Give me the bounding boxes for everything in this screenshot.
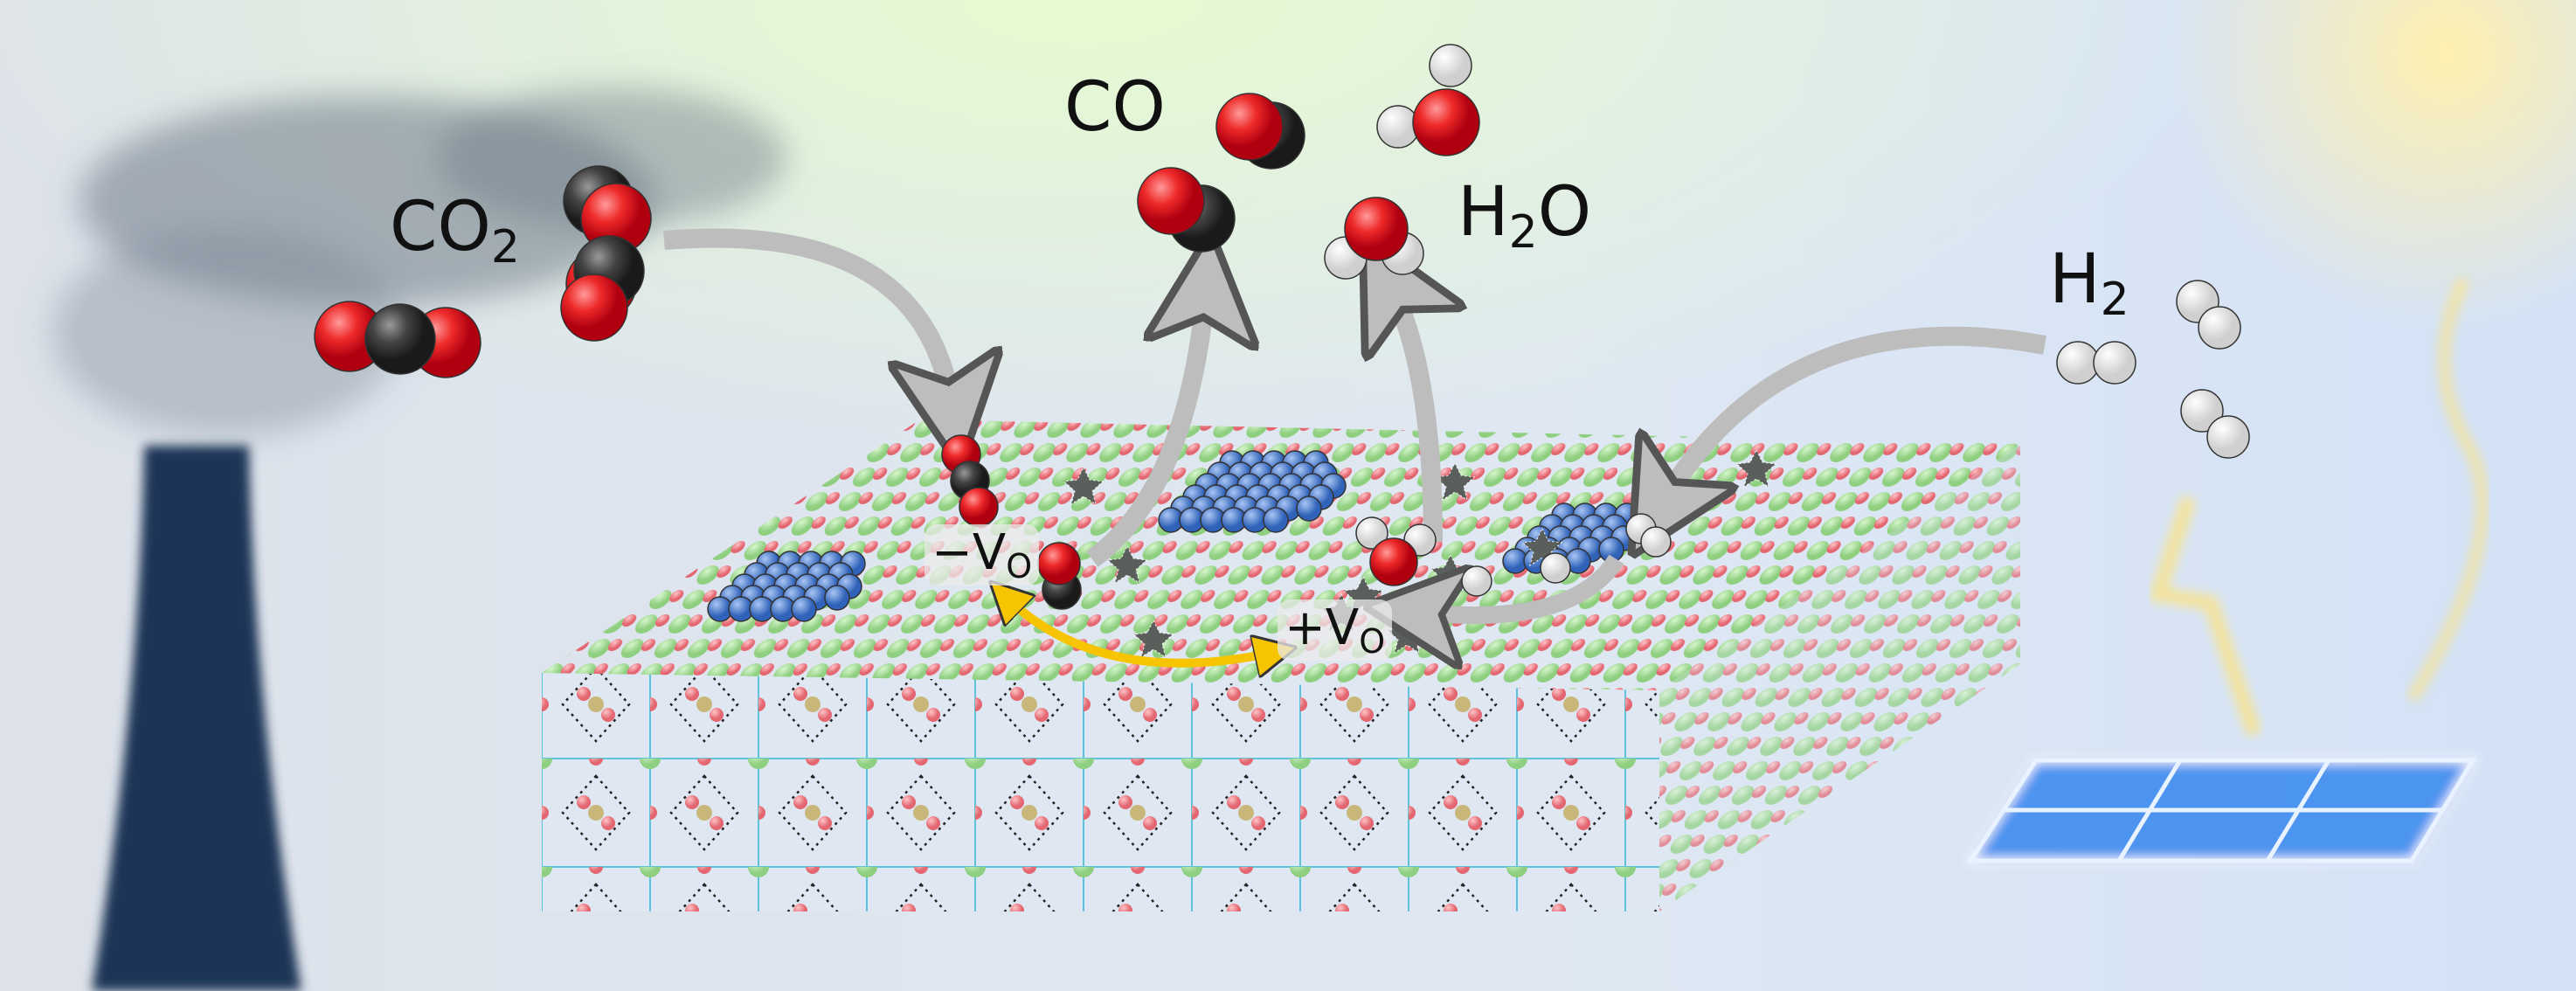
hydrogen-atom: [2206, 415, 2250, 459]
h2-molecule: [2056, 341, 2136, 385]
co2-label: CO2: [390, 188, 520, 274]
hydrogen-atom: [1429, 44, 1472, 87]
oxygen-atom: [1137, 167, 1205, 235]
metal-atom: [1296, 496, 1322, 522]
hydrogen-atom: [2093, 341, 2136, 385]
oxygen-atom: [1369, 537, 1418, 586]
h2-molecule: [2176, 280, 2241, 350]
smokestack: [92, 446, 301, 991]
hydrogen-atom: [2056, 341, 2100, 385]
oxygen-vacancy-icon: [1063, 466, 1104, 506]
minus-vacancy-label: −VO: [924, 524, 1040, 586]
carbon-atom: [364, 303, 436, 375]
vacancy-exchange-arrow: [1005, 596, 1276, 663]
adsorbed-h2o: [1355, 516, 1437, 586]
oxygen-atom: [1412, 88, 1480, 156]
hydrogen-atom: [2180, 389, 2224, 433]
plus-vacancy-label: +VO: [1278, 599, 1393, 661]
oxygen-atom: [1215, 93, 1284, 161]
h2o-label: H2O: [1458, 173, 1592, 259]
co-molecule: [1137, 167, 1236, 253]
adsorbed-h: [1461, 513, 1672, 597]
h-spillover-arrow: [1416, 554, 1624, 615]
co-molecule: [1215, 93, 1305, 170]
h2-label: H2: [2049, 240, 2129, 326]
adsorbed-co2: [941, 434, 999, 527]
oxygen-atom: [1037, 542, 1081, 586]
smoke: [52, 87, 786, 437]
adsorbed-co: [1037, 542, 1082, 610]
hydrogen-atom: [1461, 565, 1492, 597]
h2-molecule: [2180, 389, 2250, 459]
oxygen-vacancy-icon: [1434, 461, 1476, 502]
sun: [2167, 0, 2576, 332]
metal-atom: [1263, 507, 1289, 533]
slab-front-face: [542, 673, 1659, 911]
co-label: CO: [1064, 68, 1166, 147]
h2o-desorption-arrow: [1389, 284, 1433, 543]
metal-cluster-left: [707, 551, 866, 622]
lightning-icon: [2148, 496, 2262, 737]
hydrogen-atom: [2198, 306, 2241, 350]
solar-panel: [1965, 758, 2478, 863]
metal-cluster-right: [1502, 502, 1640, 574]
co-desorption-arrow: [1086, 288, 1206, 567]
hydrogen-atom: [1640, 526, 1672, 558]
hydrogen-atom: [1540, 552, 1571, 584]
h2o-molecule: [1376, 44, 1480, 156]
sunlight-ray: [2406, 276, 2489, 703]
oxygen-vacancy-icon: [1735, 448, 1777, 489]
co2-adsorption-arrow: [663, 228, 952, 411]
oxygen-atom: [1344, 197, 1409, 261]
co2-molecule: [314, 301, 481, 378]
metal-atom: [824, 585, 850, 611]
slab-side-face: [1659, 444, 2020, 911]
h2o-molecule: [1324, 197, 1424, 280]
oxygen-vacancy-icon: [1106, 544, 1148, 585]
co2-molecule: [560, 165, 652, 342]
h2-adsorption-arrow: [1660, 326, 2046, 507]
metal-cluster-center: [1158, 450, 1347, 533]
oxygen-atom: [560, 274, 628, 342]
oxygen-atom: [959, 487, 999, 527]
metal-atom: [791, 596, 817, 622]
hydrogen-atom: [1355, 516, 1388, 550]
